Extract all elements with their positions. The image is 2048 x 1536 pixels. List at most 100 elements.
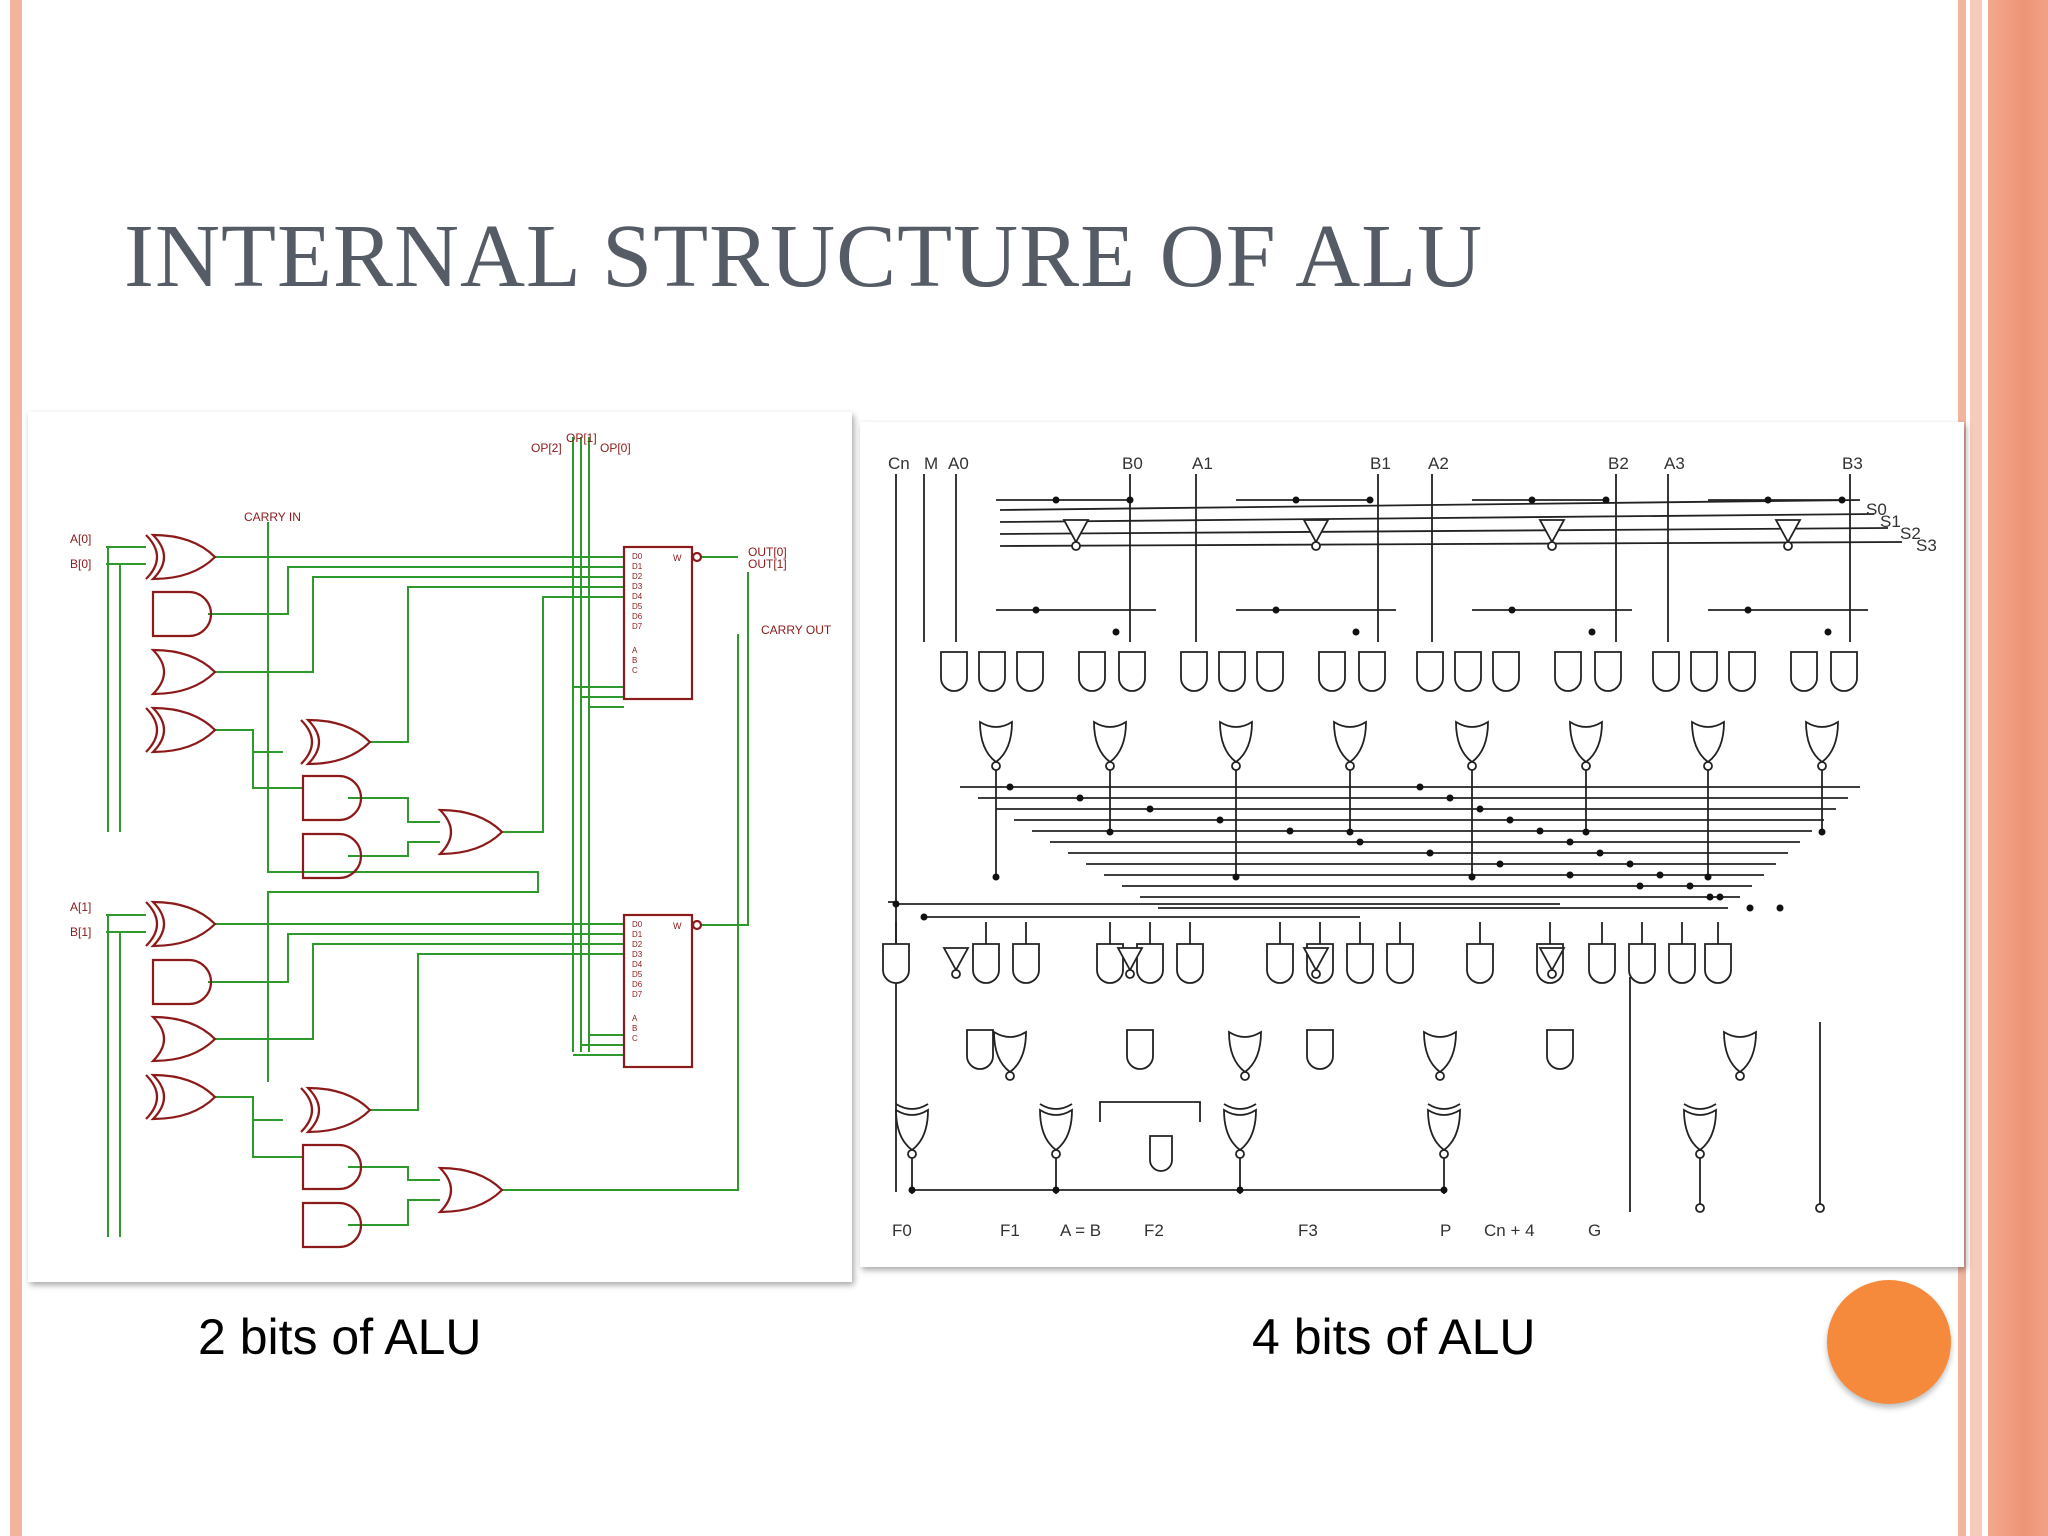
label-out1: OUT[1] — [748, 557, 787, 571]
nor-top-b-1-bubble — [1345, 761, 1355, 771]
inverter-top-2 — [1538, 519, 1566, 544]
label-cn: Cn — [888, 454, 910, 473]
label-op0: OP[0] — [600, 441, 631, 455]
xnor-out-0 — [895, 1108, 929, 1152]
and-top-1-0 — [1180, 651, 1208, 692]
xnor-out-1-arc — [1039, 1103, 1073, 1110]
wire-2bit-26 — [701, 572, 749, 926]
junction — [1426, 849, 1434, 857]
inverter-bottom-2 — [1302, 947, 1330, 972]
label-op1: OP[1] — [566, 431, 597, 445]
and-bottom-5 — [1176, 943, 1204, 984]
junction — [1052, 496, 1060, 504]
slide-title: INTERNAL STRUCTURE OF ALU — [124, 207, 1484, 306]
label-a1-bar: A1 — [1192, 454, 1213, 473]
junction — [1216, 816, 1224, 824]
mux-input-label: D0 — [632, 920, 643, 929]
label-s3: S3 — [1916, 536, 1937, 555]
junction — [1602, 496, 1610, 504]
junction — [920, 913, 928, 921]
and-bottom-4 — [1136, 943, 1164, 984]
wire-2bit-14 — [348, 841, 440, 857]
and-bottom-2 — [1012, 943, 1040, 984]
inverter-top-0-bubble — [1071, 541, 1081, 551]
and-top-3-b0 — [1790, 651, 1818, 692]
wire-2bit-11 — [215, 729, 283, 753]
and-a-eq-b — [1149, 1135, 1173, 1172]
and-gate-2 — [301, 832, 363, 880]
or-gate-carry-1 — [437, 1166, 504, 1214]
mux-input-label: D3 — [632, 582, 643, 591]
wire-2bit-15 — [215, 1096, 283, 1121]
nor-lower-3 — [1723, 1030, 1757, 1074]
and-bottom-1 — [972, 943, 1000, 984]
label-carry-out: CARRY OUT — [761, 623, 832, 637]
mux-input-label: D4 — [632, 592, 643, 601]
wire-2bit-6 — [208, 933, 624, 983]
label-a3-bar: A3 — [1664, 454, 1685, 473]
label-p-bar: P — [1440, 1221, 1451, 1240]
junction — [1052, 1186, 1060, 1194]
junction — [1292, 496, 1300, 504]
mux-input-label: D5 — [632, 970, 643, 979]
inverter-bottom-1 — [1116, 947, 1144, 972]
and-bottom-8 — [1346, 943, 1374, 984]
wire-2bit-1 — [208, 566, 624, 615]
and-bottom-15 — [1704, 943, 1732, 984]
figure-4bit-alu: Cn M A0 B0 A1 B1 A2 B2 A3 B3 S0 S1 S2 S3… — [860, 422, 1964, 1267]
and-top-2-b1 — [1594, 651, 1622, 692]
xor-gate-carry-0-xor-arc — [300, 719, 314, 765]
xnor-out-2 — [1223, 1108, 1257, 1152]
and-lower-1 — [1126, 1029, 1154, 1070]
wire-2bit-13 — [348, 797, 440, 823]
circuit-4bit-gates — [882, 519, 1858, 1213]
wire-2bit-3 — [370, 586, 624, 743]
mux-input-label: D3 — [632, 950, 643, 959]
and-gate-1 — [301, 774, 363, 822]
and-gate-0 — [151, 590, 213, 638]
and-top-2-0 — [1416, 651, 1444, 692]
label-m: M — [924, 454, 938, 473]
and-bottom-14 — [1668, 943, 1696, 984]
junction — [1356, 838, 1364, 846]
label-cn-plus-4: Cn + 4 — [1484, 1221, 1535, 1240]
and-bottom-3 — [1096, 943, 1124, 984]
xor-gate-carry-0 — [305, 718, 372, 766]
xnor-out-4-bubble — [1695, 1149, 1705, 1159]
select-sel2 — [999, 527, 1889, 535]
wire-2bit-12 — [252, 730, 303, 789]
label-carry-in: CARRY IN — [244, 510, 301, 524]
xnor-out-0-arc — [895, 1103, 929, 1110]
or-gate-1 — [150, 1015, 217, 1063]
junction — [1744, 606, 1752, 614]
label-f1-bar: F1 — [1000, 1221, 1020, 1240]
wire-2bit-17 — [348, 1166, 440, 1181]
nor-top-b-0-bubble — [1105, 761, 1115, 771]
and-gate-4 — [301, 1143, 363, 1191]
junction — [1566, 871, 1574, 879]
and-top-2-1 — [1454, 651, 1482, 692]
junction — [1272, 606, 1280, 614]
junction — [1126, 496, 1134, 504]
and-top-1-2 — [1256, 651, 1284, 692]
label-b2-bar: B2 — [1608, 454, 1629, 473]
wire-2bit-2 — [215, 576, 624, 673]
nor-top-b-3 — [1805, 720, 1839, 764]
junction — [1476, 805, 1484, 813]
nor-top-1 — [1219, 720, 1253, 764]
and-top-3-1 — [1690, 651, 1718, 692]
and-top-0-2 — [1016, 651, 1044, 692]
junction — [1838, 496, 1846, 504]
and-lower-2 — [1306, 1029, 1334, 1070]
junction — [1506, 816, 1514, 824]
nor-lower-1-bubble — [1240, 1071, 1250, 1081]
and-bottom-13 — [1628, 943, 1656, 984]
and-lower-0 — [966, 1029, 994, 1070]
and-top-2-2 — [1492, 651, 1520, 692]
label-f0-bar: F0 — [892, 1221, 912, 1240]
right-border-bar-middle — [1970, 0, 1982, 1536]
nor-lower-0 — [993, 1030, 1027, 1074]
nor-top-3-bubble — [1703, 761, 1713, 771]
eq-bracket — [1099, 1101, 1201, 1122]
and-top-3-0 — [1652, 651, 1680, 692]
